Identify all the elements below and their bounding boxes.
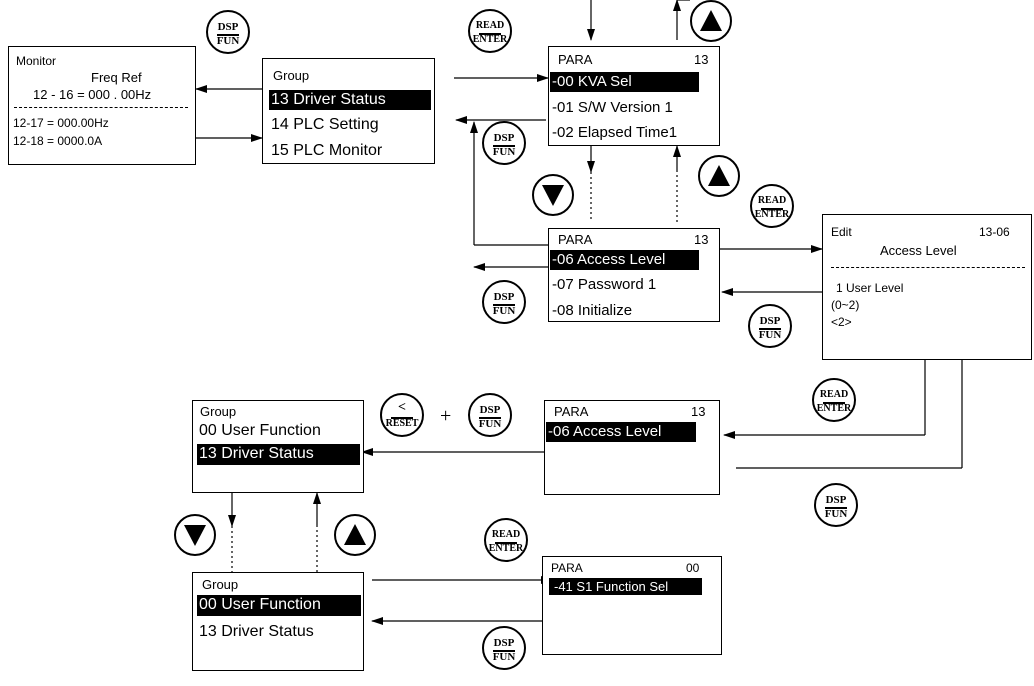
fun-label: FUN xyxy=(478,418,502,430)
dsp-fun-button[interactable]: DSP FUN xyxy=(468,393,512,437)
plus-sign: + xyxy=(440,405,452,427)
group-bottom-item-13[interactable]: 13 Driver Status xyxy=(199,623,314,640)
dsp-label: DSP xyxy=(493,637,515,649)
fun-label: FUN xyxy=(492,651,516,663)
edit-divider xyxy=(831,267,1025,268)
monitor-line-1: 12 - 16 = 000 . 00Hz xyxy=(33,87,152,102)
reset-label: RESET xyxy=(385,418,419,429)
enter-label: ENTER xyxy=(754,209,790,220)
edit-default: <2> xyxy=(831,315,852,329)
dsp-label: DSP xyxy=(493,291,515,303)
para-top-item-01[interactable]: -01 S/W Version 1 xyxy=(552,99,673,116)
group-top-screen: Group 13 Driver Status 14 PLC Setting 15… xyxy=(262,58,435,164)
edit-param-name: Access Level xyxy=(880,243,957,258)
read-enter-button[interactable]: READ ENTER xyxy=(468,9,512,53)
fun-label: FUN xyxy=(758,329,782,341)
edit-code: 13-06 xyxy=(979,225,1010,239)
enter-label: ENTER xyxy=(472,34,508,45)
monitor-line-2: 12-17 = 000.00Hz xyxy=(13,116,109,130)
enter-label: ENTER xyxy=(488,543,524,554)
dsp-fun-button[interactable]: DSP FUN xyxy=(748,304,792,348)
para-user-group-no: 00 xyxy=(686,561,700,575)
dsp-fun-button[interactable]: DSP FUN xyxy=(482,626,526,670)
down-triangle-icon[interactable] xyxy=(174,514,216,556)
group-top-item-13[interactable]: 13 Driver Status xyxy=(269,90,431,110)
group-mid-item-00[interactable]: 00 User Function xyxy=(199,422,321,439)
group-top-title: Group xyxy=(273,68,310,83)
up-triangle-icon[interactable] xyxy=(334,514,376,556)
read-label: READ xyxy=(819,389,849,400)
para-mid-group-no: 13 xyxy=(694,232,709,247)
dsp-label: DSP xyxy=(217,21,239,33)
enter-label: ENTER xyxy=(816,403,852,414)
para-top-screen: PARA 13 -00 KVA Sel -01 S/W Version 1 -0… xyxy=(548,46,720,146)
dsp-label: DSP xyxy=(479,404,501,416)
dsp-label: DSP xyxy=(759,315,781,327)
read-label: READ xyxy=(757,195,787,206)
read-label: READ xyxy=(475,20,505,31)
para-mid-item-06[interactable]: -06 Access Level xyxy=(550,250,699,270)
para-top-item-02[interactable]: -02 Elapsed Time1 xyxy=(552,124,678,141)
para-top-title: PARA xyxy=(558,52,593,67)
dsp-fun-button[interactable]: DSP FUN xyxy=(814,483,858,527)
group-mid-screen: Group 00 User Function 13 Driver Status xyxy=(192,400,364,493)
monitor-screen: Monitor Freq Ref 12 - 16 = 000 . 00Hz 12… xyxy=(8,46,196,165)
up-triangle-icon[interactable] xyxy=(698,155,740,197)
para-access-title: PARA xyxy=(554,404,589,419)
group-bottom-title: Group xyxy=(202,577,239,592)
up-triangle-icon[interactable] xyxy=(690,0,732,42)
group-bottom-screen: Group 00 User Function 13 Driver Status xyxy=(192,572,364,671)
fun-label: FUN xyxy=(492,146,516,158)
read-enter-button[interactable]: READ ENTER xyxy=(812,378,856,422)
monitor-line-3: 12-18 = 0000.0A xyxy=(13,134,103,148)
para-top-item-00[interactable]: -00 KVA Sel xyxy=(550,72,699,92)
shift-left-label: < xyxy=(398,400,406,415)
read-enter-button[interactable]: READ ENTER xyxy=(484,518,528,562)
para-access-screen: PARA 13 -06 Access Level xyxy=(544,400,720,495)
group-mid-item-13[interactable]: 13 Driver Status xyxy=(197,444,360,465)
dsp-label: DSP xyxy=(825,494,847,506)
para-access-group-no: 13 xyxy=(691,404,706,419)
fun-label: FUN xyxy=(492,305,516,317)
dsp-fun-button[interactable]: DSP FUN xyxy=(206,10,250,54)
para-user-item-41[interactable]: -41 S1 Function Sel xyxy=(549,578,702,595)
edit-range: (0~2) xyxy=(831,298,860,312)
edit-screen: Edit 13-06 Access Level 1 User Level (0~… xyxy=(822,214,1032,360)
dsp-fun-button[interactable]: DSP FUN xyxy=(482,280,526,324)
para-top-group-no: 13 xyxy=(694,52,709,67)
para-mid-screen: PARA 13 -06 Access Level -07 Password 1 … xyxy=(548,228,720,322)
dsp-fun-button[interactable]: DSP FUN xyxy=(482,121,526,165)
dsp-label: DSP xyxy=(493,132,515,144)
edit-value: 1 User Level xyxy=(836,281,904,295)
fun-label: FUN xyxy=(824,508,848,520)
para-mid-item-07[interactable]: -07 Password 1 xyxy=(552,276,657,293)
group-top-item-15[interactable]: 15 PLC Monitor xyxy=(271,142,383,159)
read-enter-button[interactable]: READ ENTER xyxy=(750,184,794,228)
monitor-title: Monitor xyxy=(16,54,57,68)
para-user-screen: PARA 00 -41 S1 Function Sel xyxy=(542,556,722,655)
monitor-freq-ref: Freq Ref xyxy=(91,70,142,85)
para-mid-item-08[interactable]: -08 Initialize xyxy=(552,302,633,319)
monitor-divider xyxy=(14,107,188,108)
para-mid-title: PARA xyxy=(558,232,593,247)
group-top-item-14[interactable]: 14 PLC Setting xyxy=(271,116,379,133)
group-bottom-item-00[interactable]: 00 User Function xyxy=(197,595,361,616)
reset-button[interactable]: < RESET xyxy=(380,393,424,437)
para-access-item-06[interactable]: -06 Access Level xyxy=(546,422,696,442)
read-label: READ xyxy=(491,529,521,540)
down-triangle-icon[interactable] xyxy=(532,174,574,216)
group-mid-title: Group xyxy=(200,404,237,419)
edit-title: Edit xyxy=(831,225,852,239)
para-user-title: PARA xyxy=(551,561,583,575)
fun-label: FUN xyxy=(216,35,240,47)
